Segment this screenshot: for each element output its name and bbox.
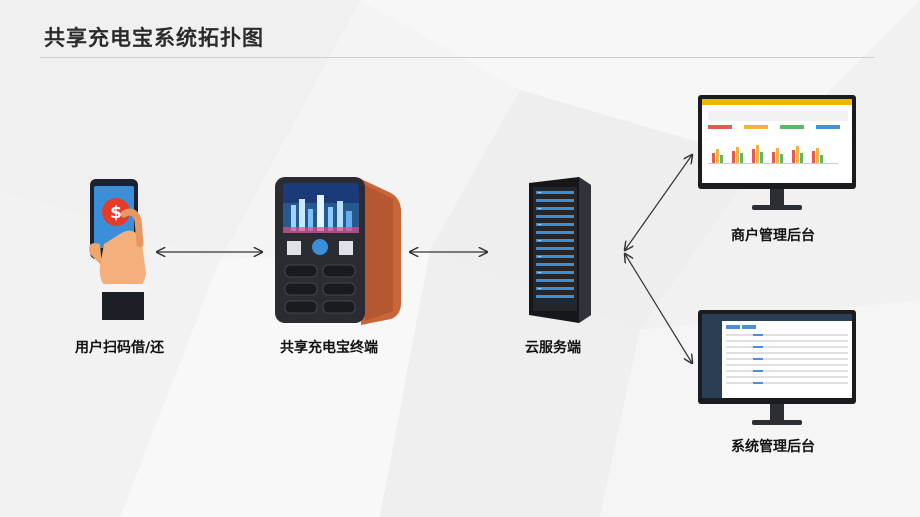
page-title: 共享充电宝系统拓扑图 bbox=[44, 26, 264, 50]
admin-monitor-icon bbox=[698, 310, 856, 425]
user-node: $ bbox=[80, 174, 160, 324]
terminal-node-label: 共享充电宝终端 bbox=[280, 340, 378, 356]
charging-kiosk-icon bbox=[275, 177, 401, 325]
merchant-node-label: 商户管理后台 bbox=[731, 228, 815, 244]
cloud-node-label: 云服务端 bbox=[525, 340, 581, 356]
user-node-label: 用户扫码借/还 bbox=[75, 340, 165, 356]
link-cloud-system bbox=[625, 254, 692, 363]
system-node-label: 系统管理后台 bbox=[731, 439, 815, 455]
merchant-node bbox=[698, 95, 856, 213]
dashboard-monitor-icon bbox=[698, 95, 856, 210]
phone-hand-icon: $ bbox=[89, 179, 148, 320]
title-divider bbox=[40, 57, 875, 58]
cloud-node bbox=[525, 175, 595, 325]
system-node bbox=[698, 310, 856, 428]
svg-text:$: $ bbox=[110, 203, 122, 223]
server-rack-icon bbox=[529, 177, 591, 323]
link-cloud-merchant bbox=[625, 155, 692, 250]
terminal-node bbox=[273, 175, 408, 325]
